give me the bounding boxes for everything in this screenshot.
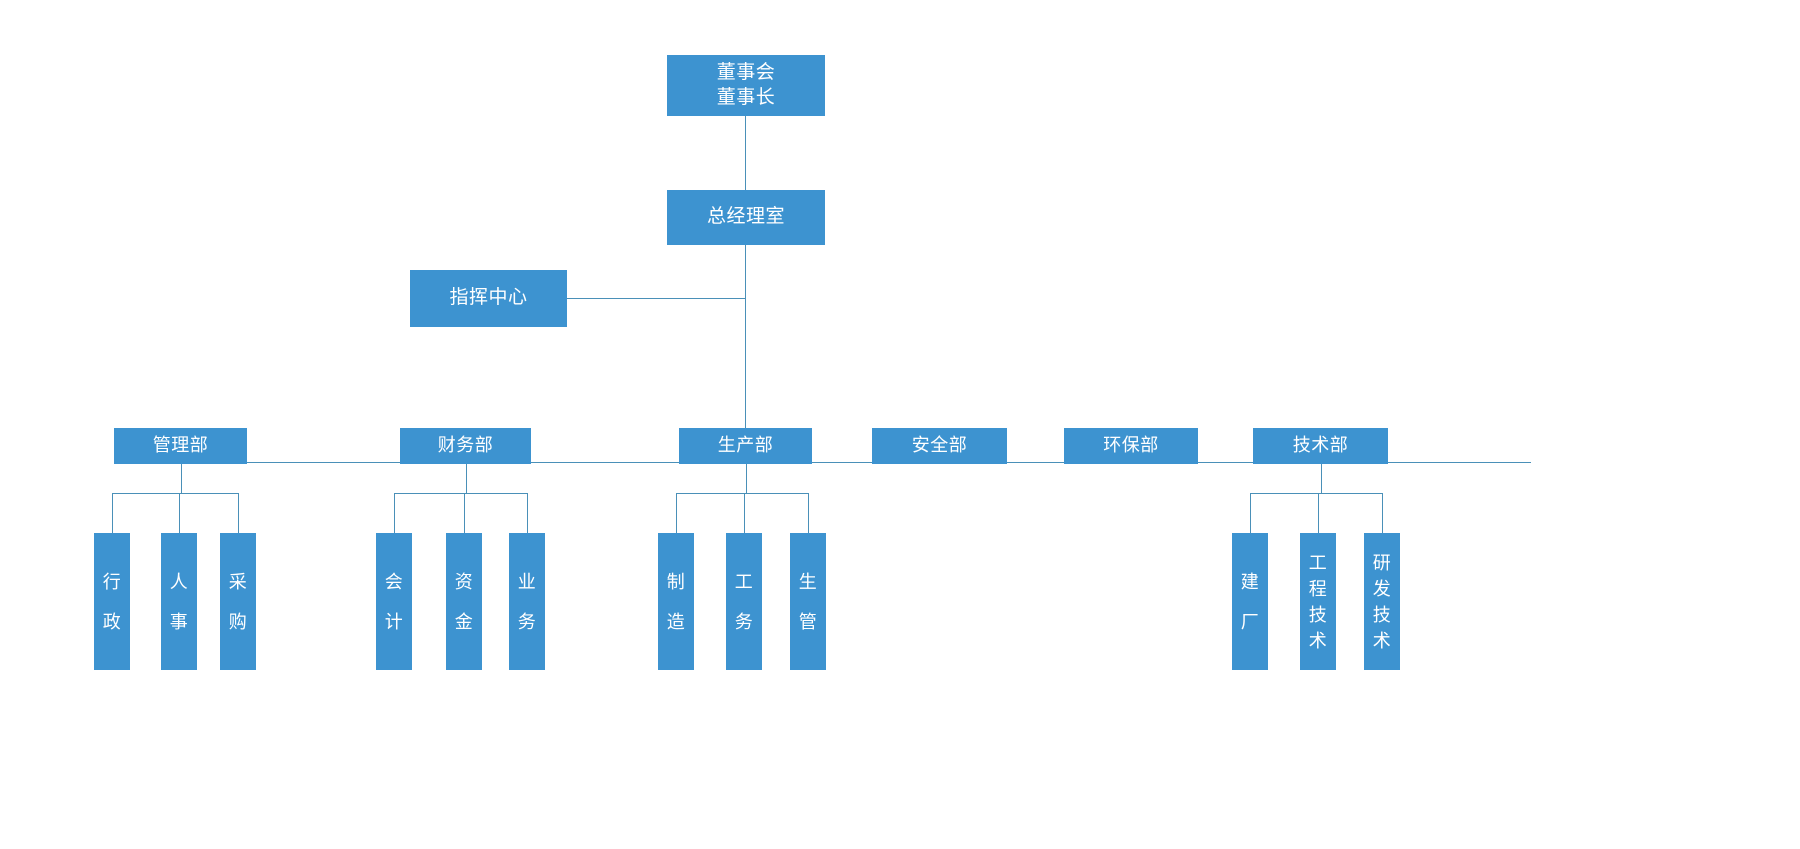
node-department[interactable]: 技术部 — [1253, 428, 1388, 464]
node-sub-department-char: 业 — [517, 571, 537, 592]
node-sub-department-char: 事 — [169, 611, 189, 632]
node-sub-department-char: 造 — [666, 611, 686, 632]
node-sub-department-char: 行 — [102, 571, 122, 592]
connector-技术部-bus — [1250, 493, 1382, 494]
node-department[interactable]: 财务部 — [400, 428, 531, 464]
connector-生产部-bus — [676, 493, 808, 494]
node-sub-department[interactable]: 会计 — [376, 533, 412, 670]
connector-生产部-to-工务 — [744, 493, 745, 533]
node-department[interactable]: 安全部 — [872, 428, 1007, 464]
node-sub-department-char: 计 — [384, 611, 404, 632]
node-sub-department-char: 建 — [1240, 571, 1260, 592]
connector-gm-to-bus — [745, 245, 746, 462]
node-department-label: 财务部 — [437, 435, 494, 456]
connector-管理部-to-行政 — [112, 493, 113, 533]
node-sub-department[interactable]: 采购 — [220, 533, 256, 670]
node-sub-department[interactable]: 业务 — [509, 533, 545, 670]
node-sub-department-char: 购 — [228, 611, 248, 632]
department-bus — [205, 462, 1531, 463]
node-sub-department-char: 金 — [454, 611, 474, 632]
node-sub-department-char: 生 — [798, 571, 818, 592]
node-sub-department-char: 术 — [1372, 630, 1392, 651]
connector-技术部-to-研发技术 — [1382, 493, 1383, 533]
node-sub-department-char: 程 — [1308, 578, 1328, 599]
connector-管理部-bus — [112, 493, 238, 494]
node-sub-department-char: 采 — [228, 571, 248, 592]
node-sub-department[interactable]: 建厂 — [1232, 533, 1268, 670]
node-sub-department[interactable]: 人事 — [161, 533, 197, 670]
connector-管理部-to-人事 — [179, 493, 180, 533]
connector-财务部-stem — [466, 464, 467, 493]
node-sub-department[interactable]: 工程技术 — [1300, 533, 1336, 670]
node-sub-department-char: 会 — [384, 571, 404, 592]
node-sub-department-char: 务 — [517, 611, 537, 632]
node-command-center[interactable]: 指挥中心 — [410, 270, 567, 327]
node-board-chairman-label: 董事会 董事长 — [716, 62, 776, 108]
node-sub-department-char: 工 — [1308, 552, 1328, 573]
connector-财务部-to-业务 — [527, 493, 528, 533]
connector-管理部-to-采购 — [238, 493, 239, 533]
node-department-label: 生产部 — [717, 435, 774, 456]
connector-财务部-to-资金 — [464, 493, 465, 533]
node-sub-department-char: 技 — [1372, 604, 1392, 625]
node-sub-department-char: 术 — [1308, 630, 1328, 651]
node-command-center-label: 指挥中心 — [449, 287, 528, 309]
node-sub-department-char: 工 — [734, 571, 754, 592]
node-department[interactable]: 生产部 — [679, 428, 812, 464]
connector-管理部-stem — [181, 464, 182, 493]
node-sub-department-char: 务 — [734, 611, 754, 632]
connector-财务部-to-会计 — [394, 493, 395, 533]
connector-command-center — [566, 298, 746, 299]
node-sub-department[interactable]: 工务 — [726, 533, 762, 670]
node-sub-department[interactable]: 资金 — [446, 533, 482, 670]
connector-技术部-stem — [1321, 464, 1322, 493]
node-sub-department-char: 研 — [1372, 552, 1392, 573]
node-department[interactable]: 管理部 — [114, 428, 247, 464]
connector-技术部-to-建厂 — [1250, 493, 1251, 533]
node-sub-department[interactable]: 制造 — [658, 533, 694, 670]
node-board-chairman[interactable]: 董事会 董事长 — [667, 55, 825, 116]
node-department[interactable]: 环保部 — [1064, 428, 1198, 464]
connector-生产部-to-生管 — [808, 493, 809, 533]
node-department-label: 环保部 — [1103, 435, 1159, 456]
node-general-manager-office-label: 总经理室 — [706, 206, 785, 228]
node-sub-department-char: 发 — [1372, 578, 1392, 599]
node-department-label: 技术部 — [1292, 435, 1349, 456]
node-sub-department-char: 管 — [798, 611, 818, 632]
connector-生产部-stem — [746, 464, 747, 493]
connector-生产部-to-制造 — [676, 493, 677, 533]
node-general-manager-office[interactable]: 总经理室 — [667, 190, 825, 245]
node-sub-department[interactable]: 研发技术 — [1364, 533, 1400, 670]
node-sub-department[interactable]: 行政 — [94, 533, 130, 670]
node-department-label: 管理部 — [152, 435, 209, 456]
node-sub-department-char: 制 — [666, 571, 686, 592]
node-sub-department-char: 厂 — [1240, 611, 1260, 632]
node-sub-department-char: 技 — [1308, 604, 1328, 625]
connector-技术部-to-工程技术 — [1318, 493, 1319, 533]
node-sub-department-char: 人 — [169, 571, 189, 592]
node-sub-department[interactable]: 生管 — [790, 533, 826, 670]
connector-root-to-gm — [745, 116, 746, 190]
node-department-label: 安全部 — [911, 435, 968, 456]
node-sub-department-char: 政 — [102, 611, 122, 632]
connector-财务部-bus — [394, 493, 527, 494]
node-sub-department-char: 资 — [454, 571, 474, 592]
